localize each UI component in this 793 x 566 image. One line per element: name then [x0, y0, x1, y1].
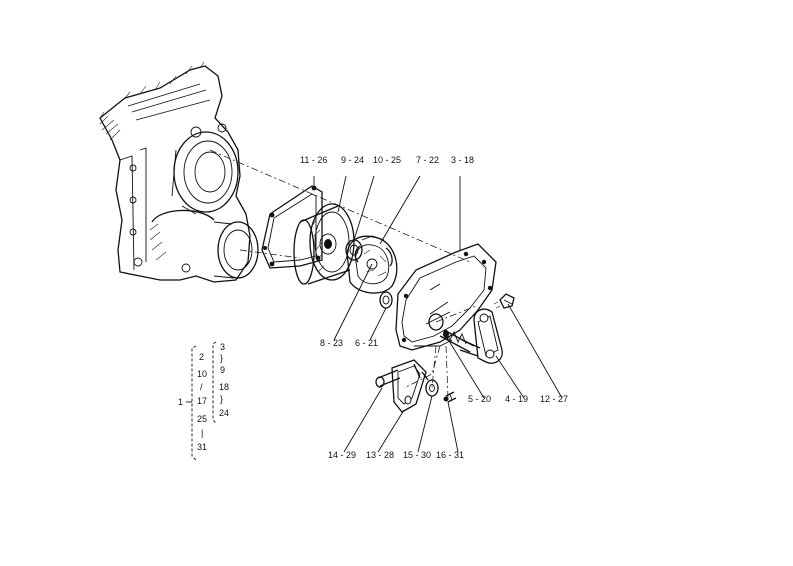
callout-15-30: 15 - 30	[403, 450, 431, 460]
callout-3-18: 3 - 18	[451, 155, 474, 165]
legend-right-0: 3	[220, 342, 225, 352]
legend-right-1: }	[220, 353, 223, 363]
brake-shoe-assembly	[346, 235, 398, 294]
pin	[375, 369, 401, 388]
legend-left-4: 25	[197, 414, 207, 424]
legend-right-4: }	[220, 394, 223, 404]
callout-5-20: 5 - 20	[468, 394, 491, 404]
callout-16-31: 16 - 31	[436, 450, 464, 460]
callout-13-28: 13 - 28	[366, 450, 394, 460]
callout-6-21: 6 - 21	[355, 338, 378, 348]
drum	[293, 203, 355, 285]
callout-12-27: 12 - 27	[540, 394, 568, 404]
callout-8-23: 8 - 23	[320, 338, 343, 348]
assembly-axes	[209, 149, 477, 399]
callout-9-24: 9 - 24	[341, 155, 364, 165]
assembly-legend: 1 2 10 / 17 25 | 31 3 } 9 18 } 24	[178, 341, 229, 461]
washer	[425, 379, 439, 397]
callout-10-25: 10 - 25	[373, 155, 401, 165]
legend-left-1: 10	[197, 369, 207, 379]
callout-7-22: 7 - 22	[416, 155, 439, 165]
small-bearing	[379, 291, 393, 309]
callout-4-19: 4 - 19	[505, 394, 528, 404]
legend-left-2: /	[200, 382, 203, 392]
legend-left-6: 31	[197, 442, 207, 452]
screw	[443, 391, 457, 403]
bracket	[391, 359, 429, 413]
legend-right-3: 18	[219, 382, 229, 392]
legend-left-0: 2	[199, 352, 204, 362]
engine-housing	[99, 61, 259, 283]
shaft-spring	[439, 329, 475, 353]
bolt	[493, 293, 515, 309]
callout-14-29: 14 - 29	[328, 450, 356, 460]
lever-arm	[459, 308, 503, 364]
callout-labels: 11 - 26 9 - 24 10 - 25 7 - 22 3 - 18 8 -…	[300, 155, 568, 460]
legend-left-5: |	[201, 428, 203, 438]
legend-root: 1	[178, 397, 183, 407]
leader-lines	[313, 175, 563, 453]
callout-11-26: 11 - 26	[300, 155, 327, 165]
legend-left-3: 17	[197, 396, 207, 406]
legend-right-5: 24	[219, 408, 229, 418]
legend-right-2: 9	[220, 365, 225, 375]
gasket	[261, 185, 323, 269]
